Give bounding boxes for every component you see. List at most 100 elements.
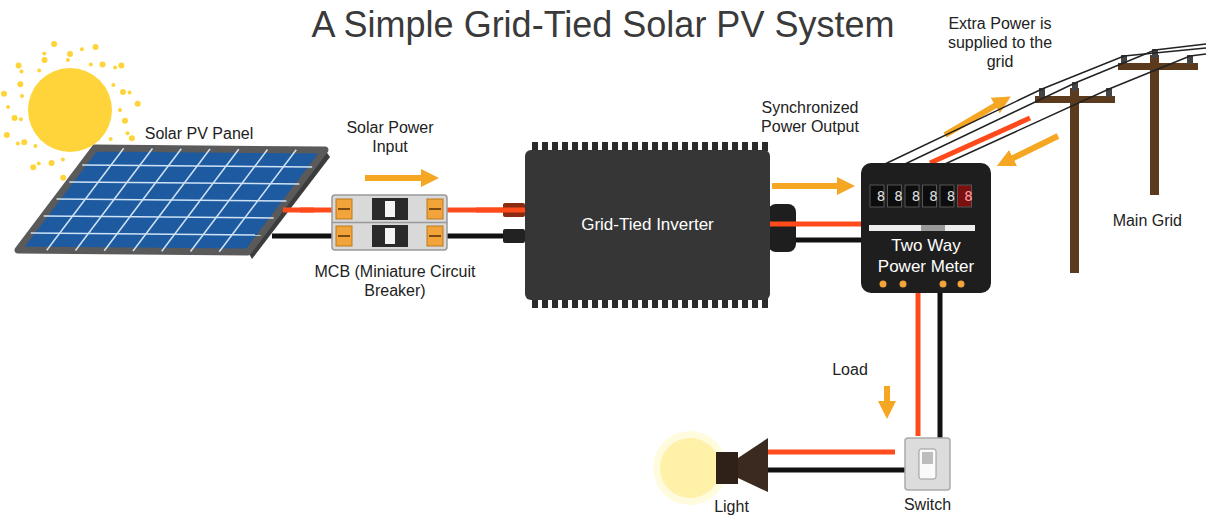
fin [612, 299, 618, 308]
sun-ray [42, 57, 48, 63]
sun-ray [89, 63, 93, 67]
meter-terminal [880, 281, 887, 288]
sun-ray [60, 175, 66, 181]
sun-ray [118, 62, 124, 68]
flow-label: Extra Power is supplied to the grid [948, 15, 1052, 70]
solar-panel [18, 148, 330, 259]
sun-ray [111, 83, 115, 87]
sun-ray [113, 65, 117, 69]
fin [662, 299, 668, 308]
meter-bar-mark [921, 225, 945, 231]
fin [652, 299, 658, 308]
flow-label: Solar Power Input [346, 119, 433, 155]
sun-ray [129, 135, 135, 141]
switch-node: Switch [895, 436, 960, 518]
fin [632, 299, 638, 308]
wire-connector [930, 118, 1030, 163]
sun-ray [19, 117, 23, 121]
sun-ray [135, 101, 141, 107]
sun-ray [17, 81, 23, 87]
label-wrap: 8 [874, 188, 888, 205]
sun-ray [37, 69, 41, 73]
meter-digit: 8 [912, 188, 920, 204]
node-text: Switch [904, 495, 951, 514]
sun-ray [1, 91, 7, 97]
fin [672, 299, 678, 308]
fin [732, 299, 738, 308]
sun-ray [93, 44, 99, 50]
sun-ray [16, 142, 20, 146]
fin [692, 299, 698, 308]
grid-node: Main Grid [1030, 50, 1202, 280]
sun-ray [20, 94, 24, 98]
node-text: Solar PV Panel [145, 124, 254, 143]
light-bulb [653, 431, 768, 505]
sun-ray [6, 105, 10, 109]
meter-digit: 8 [894, 188, 902, 204]
label-wrap: Extra Power is supplied to the grid [941, 14, 1059, 72]
meter-terminal [900, 281, 907, 288]
fin [762, 299, 768, 308]
label-wrap: 8 [892, 188, 906, 205]
sun-ray [16, 62, 22, 68]
fin [702, 299, 708, 308]
sun-ray [19, 69, 23, 73]
diagram-title: A Simple Grid-Tied Solar PV System [312, 4, 895, 45]
fin [542, 299, 548, 308]
fin [582, 299, 588, 308]
wire-connector [770, 222, 861, 227]
fin [742, 299, 748, 308]
sun-ray [4, 132, 10, 138]
fin [572, 299, 578, 308]
meter-digit: 8 [947, 188, 955, 204]
sun-ray [100, 61, 106, 67]
fin [602, 299, 608, 308]
wire-connector [916, 293, 921, 436]
cell-line [82, 165, 312, 167]
breaker-node: MCB (Miniature Circuit Breaker) [314, 195, 476, 300]
inverter-box: Grid-Tied Inverter [525, 150, 770, 300]
fin [642, 299, 648, 308]
switch-symbol [905, 438, 950, 490]
overhead-wires [885, 44, 1206, 164]
meter-bar [869, 225, 975, 231]
meter-terminal [958, 281, 965, 288]
meter-digit: 8 [964, 188, 972, 204]
fin [712, 299, 718, 308]
label-wrap: Synchronized Power Output [758, 98, 862, 136]
cell-line [44, 216, 274, 218]
sun-ray [12, 115, 18, 121]
node-text: Grid-Tied Inverter [581, 215, 714, 235]
sun-ray [51, 41, 57, 47]
sun-ray [122, 118, 128, 124]
sun-ray [42, 52, 46, 56]
light-node: Light [655, 430, 768, 520]
sun-ray [120, 89, 126, 95]
label-wrap: Solar Power Input [335, 118, 445, 156]
wire-connector [768, 450, 895, 455]
flow-label: Synchronized Power Output [761, 99, 859, 135]
sun-ray [33, 144, 37, 148]
node-text: Light [714, 497, 749, 516]
meter-terminal [940, 281, 947, 288]
sun-ray [109, 137, 113, 141]
node-text: Two Way Power Meter [867, 236, 985, 277]
sun-ray [118, 108, 122, 112]
sun-ray [49, 160, 55, 166]
fin [622, 299, 628, 308]
meter-box: Two Way Power Meter [861, 163, 991, 293]
mcb-symbol [332, 195, 447, 250]
sun-ray [80, 47, 84, 51]
label-wrap: 8 [962, 188, 976, 205]
fin [532, 299, 538, 308]
cell-line [31, 233, 261, 235]
sun-ray [127, 91, 131, 95]
sun-ray [37, 162, 41, 166]
sun-ray [66, 58, 70, 62]
wire-connector [476, 208, 525, 213]
flow-label: Load [832, 361, 868, 378]
label-wrap: 8 [909, 188, 923, 205]
fin [752, 299, 758, 308]
label-wrap: Load [820, 360, 880, 379]
